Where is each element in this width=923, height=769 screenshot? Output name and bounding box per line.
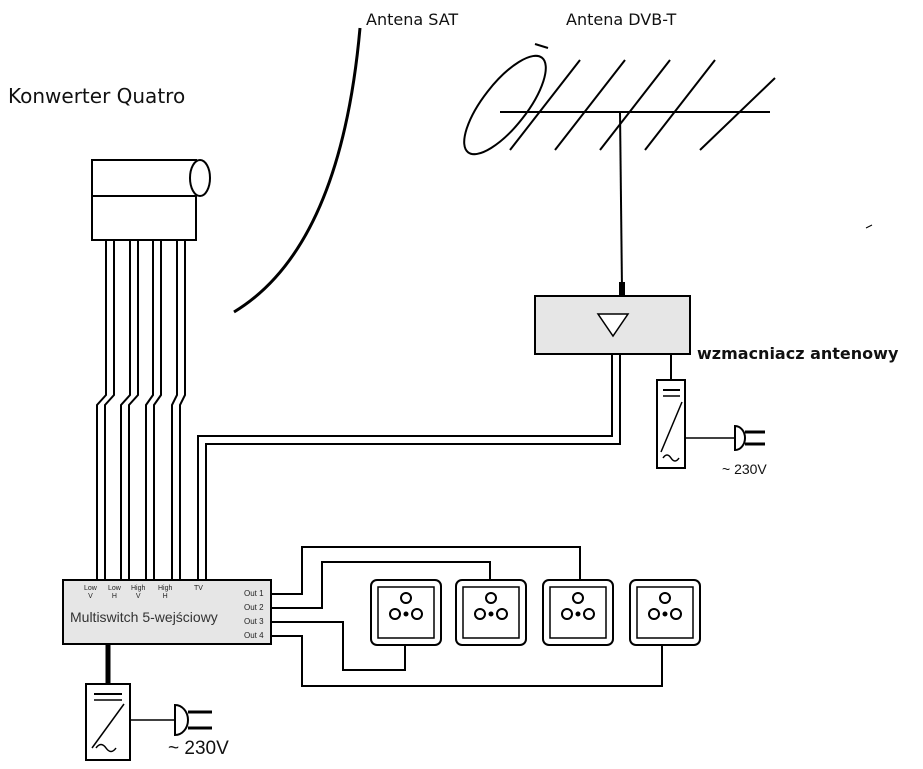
output-cables [271, 546, 663, 687]
wall-socket [629, 579, 701, 646]
antenna-sat-label: Antena SAT [366, 10, 459, 29]
output-label: Out 1 [244, 589, 264, 598]
wall-socket [542, 579, 614, 646]
wall-socket [455, 579, 527, 646]
lnb-cables [96, 240, 186, 580]
antenna-amplifier [534, 295, 691, 355]
tv-cable [197, 354, 613, 580]
multiswitch-psu-voltage: ~ 230V [168, 738, 229, 759]
multiswitch-title: Multiswitch 5-wejściowy [70, 609, 218, 625]
satellite-dish [233, 27, 362, 314]
converter-label: Konwerter Quatro [8, 84, 186, 108]
amplifier-label: wzmacniacz antenowy [697, 344, 899, 363]
multiswitch-psu [85, 683, 212, 761]
quatro-converter [91, 159, 211, 241]
multiswitch-box [62, 579, 272, 645]
antenna-dvbt-label: Antena DVB-T [566, 10, 677, 29]
output-label: Out 2 [244, 603, 264, 612]
output-label: Out 3 [244, 617, 264, 626]
wall-socket [370, 579, 442, 646]
dvbt-antenna [463, 43, 776, 291]
amplifier-psu [656, 379, 765, 469]
output-label: Out 4 [244, 631, 264, 640]
amplifier-psu-voltage: ~ 230V [722, 461, 767, 477]
tv-cable-inner [205, 354, 621, 580]
input-label: TV [194, 585, 203, 592]
